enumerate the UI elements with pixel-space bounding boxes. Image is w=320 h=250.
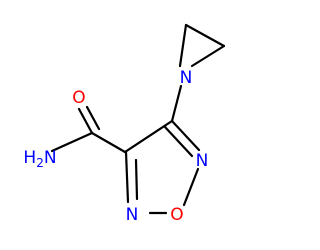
bond-c4-carbonyl-c [90,131,127,154]
atom-label-ring-n-right: N [196,151,209,171]
bond-aziridine-to-ring [170,84,183,123]
bond-n-c4-double-b [134,158,139,201]
atom-label-carbonyl-o: O [72,88,85,108]
bond-c3-c4 [123,119,174,154]
atom-label-ring-n-left: N [126,205,139,225]
bond-carbonyl-double-b [85,105,101,131]
bond-aziridine-n-left [178,23,188,68]
bond-aziridine-n-right [190,44,226,68]
bond-n-c4-double-a [124,150,130,204]
atom-label-aziridine-n: N [180,68,193,88]
structure-canvas: N O H2N N O N [23,23,226,225]
bond-aziridine-top [184,23,226,48]
atom-label-ring-o: O [170,205,183,225]
bond-carbonyl-nh2 [50,131,94,153]
bond-c3-n-double-b [163,125,194,158]
atom-label-amide-nh2: H2N [23,148,56,170]
bond-c3-n-double-a [170,119,201,152]
molecule-diagram: N O H2N N O N [23,23,226,225]
bond-carbonyl-double-a [77,107,94,135]
bond-n-o-right [182,167,200,207]
